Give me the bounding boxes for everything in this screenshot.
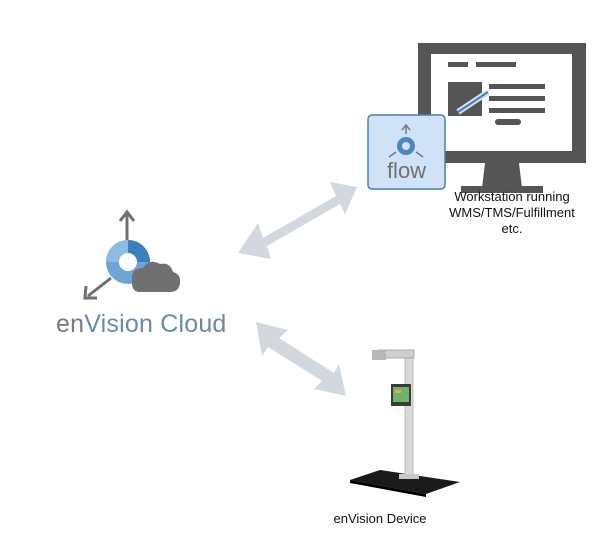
workstation-label: Workstation running WMS/TMS/Fulfillment … — [432, 189, 592, 237]
workstation-label-line1: Workstation running — [454, 189, 570, 204]
cloud-label-prefix: en — [56, 310, 85, 338]
connector-cloud-device — [256, 322, 346, 396]
aperture-arrows-icon — [388, 123, 424, 158]
cloud-label: enVision Cloud — [56, 310, 246, 339]
dimensioning-stand-icon — [350, 349, 460, 497]
connector-cloud-workstation — [238, 182, 357, 259]
cloud-label-name: Vision Cloud — [84, 310, 227, 338]
workstation-label-line2: WMS/TMS/Fulfillment — [449, 205, 575, 220]
workstation-label-line3: etc. — [501, 221, 523, 236]
aperture-cloud-icon — [83, 209, 181, 300]
flow-badge — [367, 114, 446, 190]
device-label: enVision Device — [333, 511, 427, 526]
desktop-monitor-icon — [418, 43, 586, 193]
flow-label: flow — [386, 158, 427, 183]
